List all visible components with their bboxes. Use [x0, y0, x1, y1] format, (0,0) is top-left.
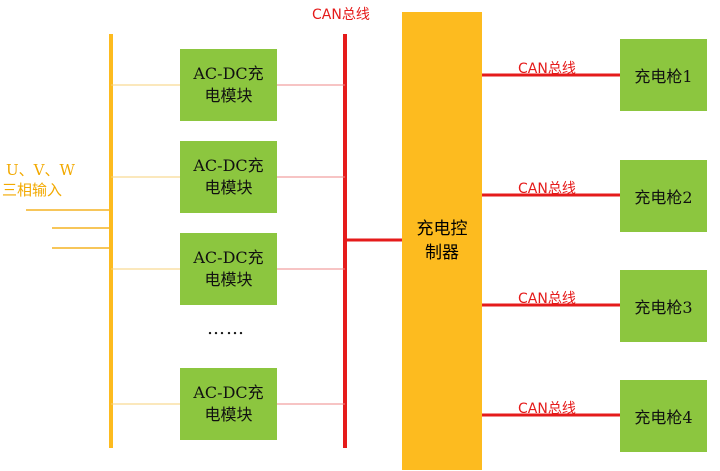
module-4-line2: 电模块: [204, 405, 253, 424]
module-1-line2: 电模块: [204, 86, 253, 105]
module-2-line2: 电模块: [204, 178, 253, 197]
charging-gun-2: 充电枪2: [620, 160, 707, 232]
module-3-line1: AC-DC充: [193, 248, 264, 267]
controller-line2: 制器: [425, 243, 459, 263]
module-ellipsis: ……: [207, 318, 245, 339]
branch-1-can-label: CAN总线: [518, 61, 576, 77]
charging-gun-4: 充电枪4: [620, 380, 707, 452]
module-2-line1: AC-DC充: [193, 156, 264, 175]
branch-4-can-label: CAN总线: [518, 401, 576, 417]
acdc-module-2: AC-DC充 电模块: [180, 141, 277, 213]
module-3-line2: 电模块: [204, 270, 253, 289]
acdc-module-4: AC-DC充 电模块: [180, 368, 277, 440]
branch-2-can-label: CAN总线: [518, 181, 576, 197]
charging-gun-1: 充电枪1: [620, 39, 707, 111]
input-label-phases: U、V、W: [6, 161, 75, 179]
controller-line1: 充电控: [416, 219, 468, 239]
top-can-bus-label: CAN总线: [312, 7, 370, 23]
charging-gun-3: 充电枪3: [620, 270, 707, 342]
module-4-line1: AC-DC充: [193, 383, 264, 402]
acdc-module-1: AC-DC充 电模块: [180, 49, 277, 121]
input-label-text: 三相输入: [2, 181, 63, 199]
acdc-module-3: AC-DC充 电模块: [180, 233, 277, 305]
branch-3-can-label: CAN总线: [518, 291, 576, 307]
charging-controller: 充电控 制器: [402, 12, 482, 470]
module-1-line1: AC-DC充: [193, 64, 264, 83]
